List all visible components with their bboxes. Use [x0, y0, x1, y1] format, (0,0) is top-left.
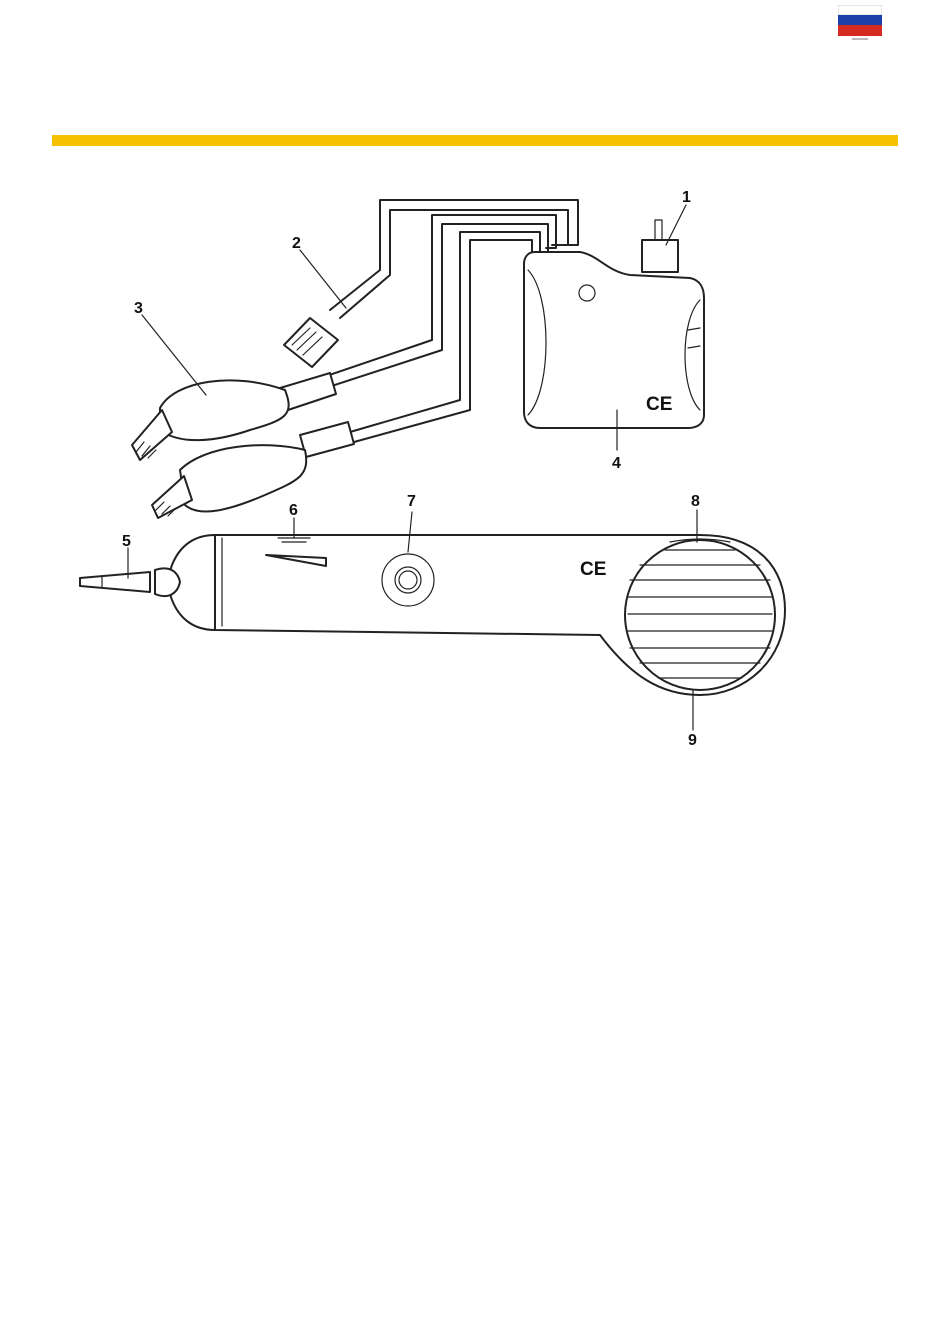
callout-5: 5 — [122, 533, 131, 550]
callout-9: 9 — [688, 732, 697, 749]
flag-pole-mark — [852, 38, 868, 40]
callout-6: 6 — [289, 502, 298, 519]
callout-8: 8 — [691, 493, 700, 510]
flag-stripe-blue — [838, 15, 882, 25]
callout-4: 4 — [612, 455, 621, 472]
callout-2: 2 — [292, 235, 301, 252]
header-rule — [52, 135, 898, 146]
rj-plug — [284, 318, 338, 367]
probe-ce-mark: CE — [580, 559, 606, 580]
flag-stripe-red — [838, 25, 882, 36]
russia-flag-icon — [838, 5, 882, 41]
tone-probe: CE — [80, 535, 785, 695]
callout-1: 1 — [682, 189, 691, 206]
generator-ce-mark: CE — [646, 394, 672, 415]
callout-3: 3 — [134, 300, 143, 317]
device-diagram: CE CE 1 2 3 4 5 6 — [0, 160, 950, 760]
flag-stripe-white — [838, 5, 882, 15]
tone-generator: CE — [524, 220, 704, 428]
callout-7: 7 — [407, 493, 416, 510]
